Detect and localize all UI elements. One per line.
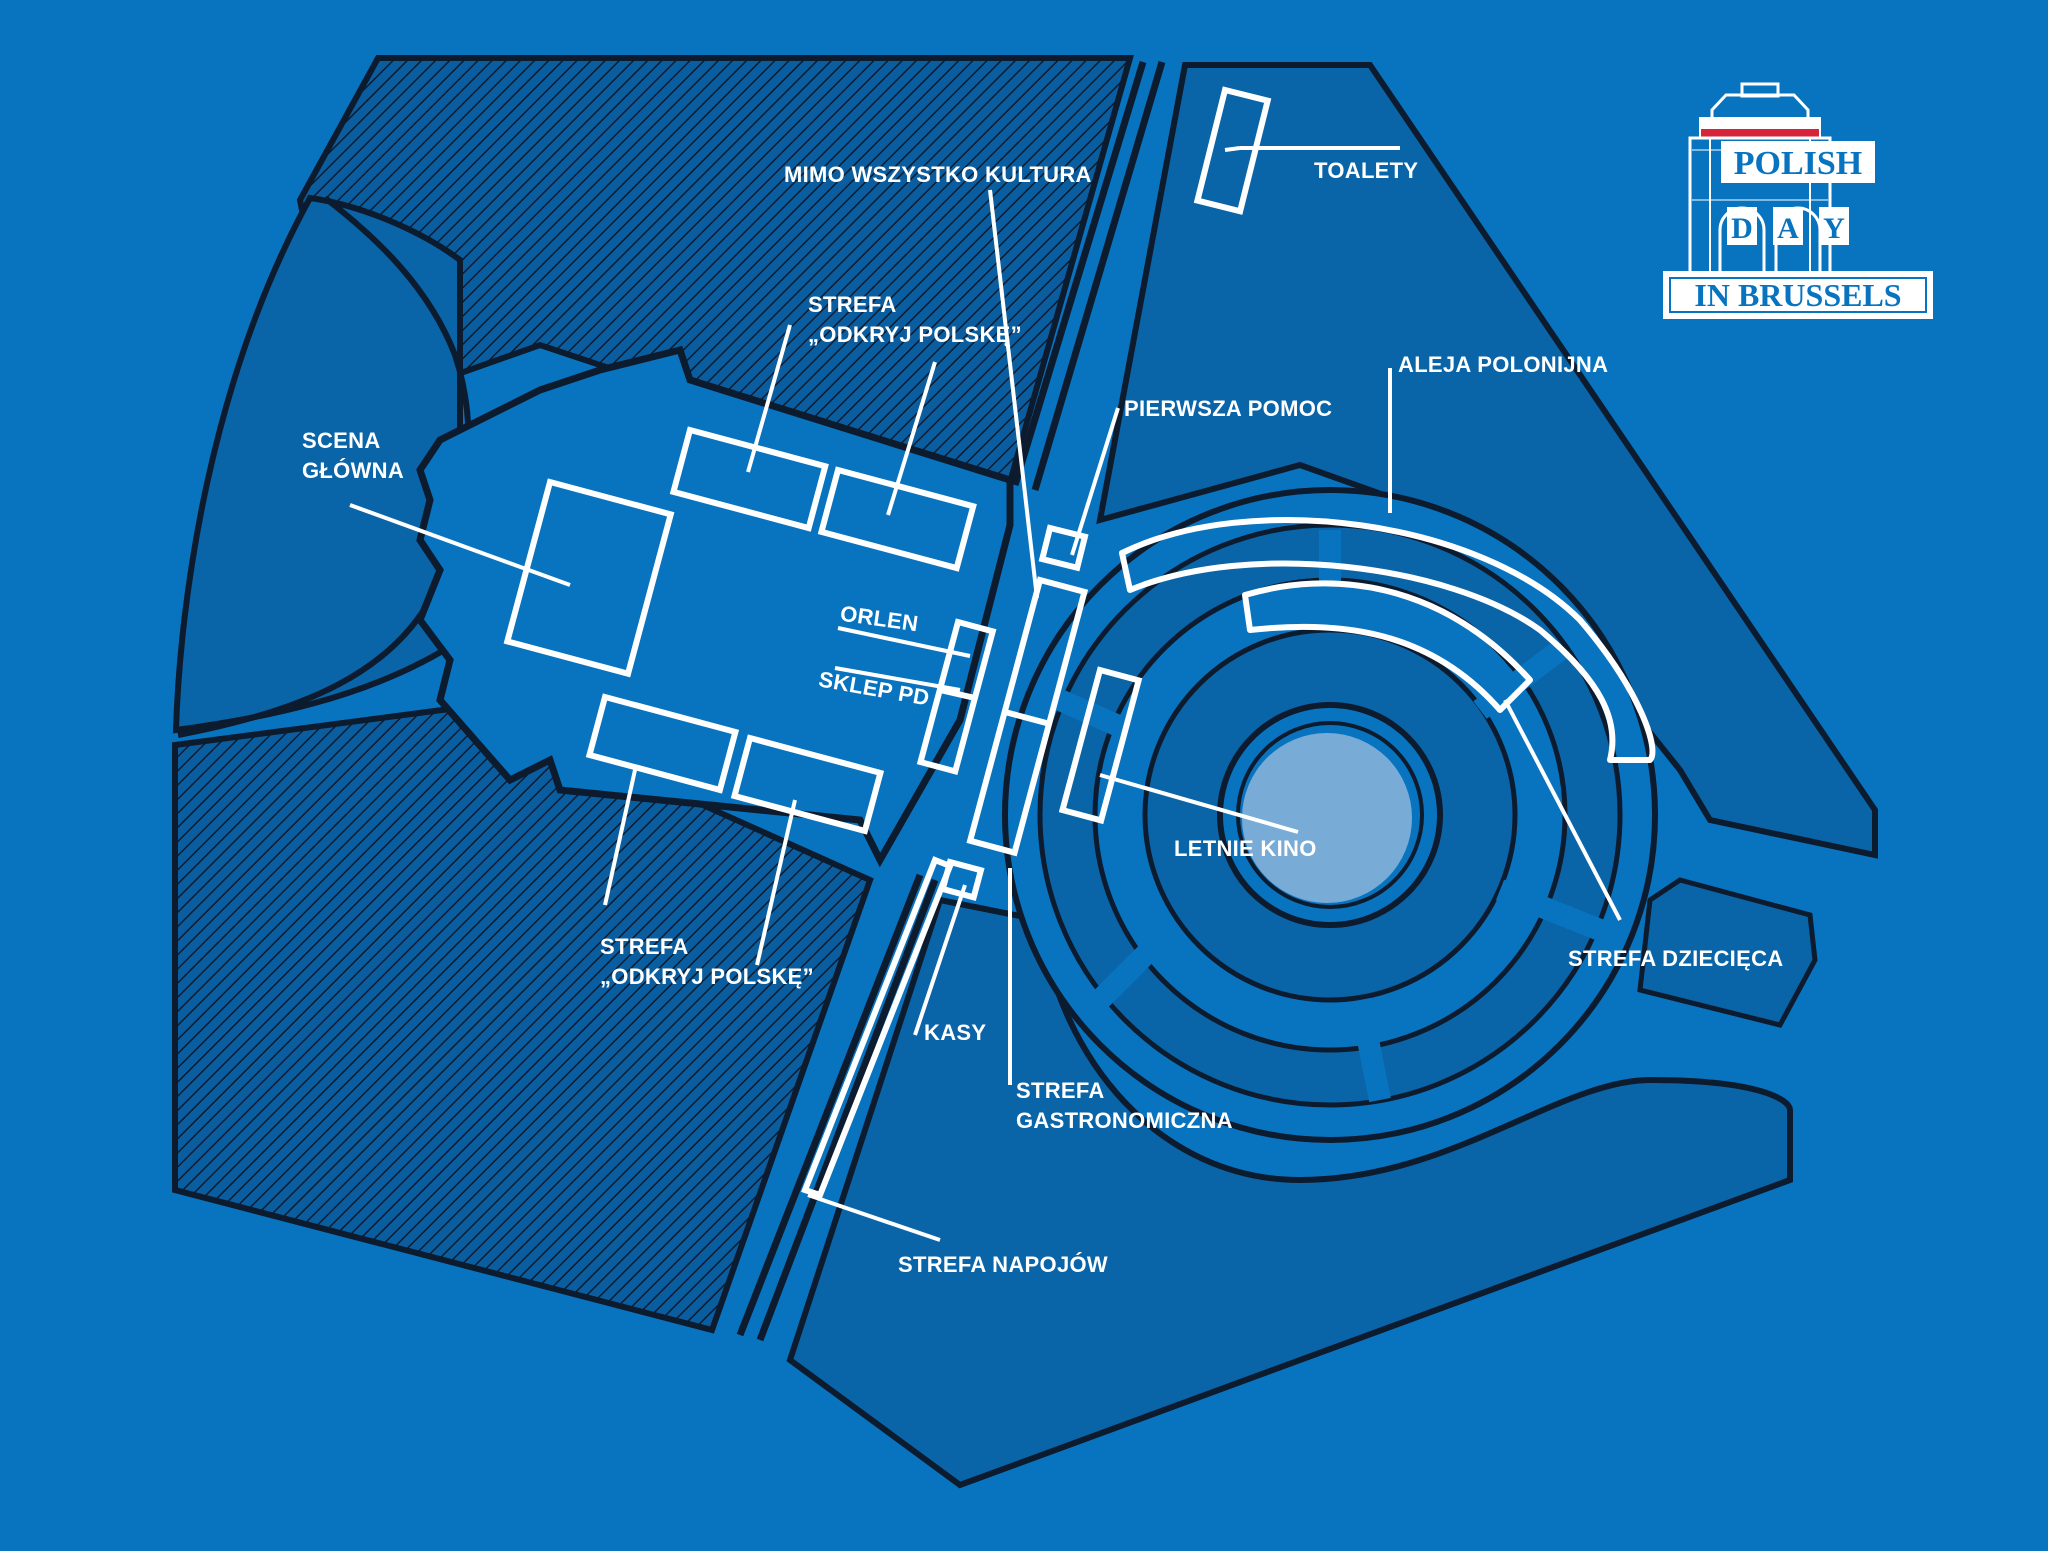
road-line [1031,61,1166,491]
marker-scena [503,478,675,678]
label-kasy: KASY [924,1020,987,1045]
label-strefa-odkryj-bottom: STREFA „ODKRYJ POLSKĘ” [600,934,814,989]
park-right-small [1637,877,1818,1028]
park-bottom-right [786,896,1793,1489]
marker-odkryj-top-1 [669,426,829,532]
marker-aleja-polonijna [1119,517,1656,763]
label-strefa-gastronomiczna: STREFA GASTRONOMICZNA [1016,1078,1233,1133]
road-line [736,873,924,1337]
label-scena-glowna: SCENA GŁÓWNA [302,428,405,483]
marker-odkryj-bottom-1 [585,693,740,794]
park-top-left-hatched [296,55,1134,504]
label-toalety: TOALETY [1314,158,1419,183]
road-line [1011,60,1147,487]
logo-day-y: Y [1823,212,1845,245]
zone-markers [503,86,1656,1199]
leader-lines [349,146,1622,1242]
label-letnie-kino: LETNIE KINO [1174,836,1317,861]
marker-orlen-sklep [916,618,997,776]
logo-day-d: D [1731,212,1753,245]
fountain [1242,733,1412,903]
marker-odkryj-bottom-2 [730,734,885,835]
marker-strefa-napojow [801,856,954,1199]
marker-toalety [1193,86,1272,215]
road-line [756,878,939,1342]
logo-day-a: A [1777,212,1799,245]
park-bottom-left-hatched [172,701,874,1334]
label-strefa-odkryj-top: STREFA „ODKRYJ POLSKĘ” [808,292,1022,347]
label-strefa-napojow: STREFA NAPOJÓW [898,1252,1108,1277]
marker-pierwsza-pomoc [1038,524,1089,572]
park-top-right [1096,62,1878,859]
label-pierwsza-pomoc: PIERWSZA POMOC [1124,396,1333,421]
logo-in-brussels: IN BRUSSELS [1694,277,1901,313]
marker-letnie-kino-stall [1058,666,1143,825]
label-aleja-polonijna: ALEJA POLONIJNA [1398,352,1609,377]
polish-day-logo [1663,82,1933,319]
label-mimo-wszystko-kultura: MIMO WSZYSTKO KULTURA [784,162,1092,187]
marker-odkryj-top-2 [817,466,977,572]
label-strefa-dziecieca: STREFA DZIECIĘCA [1568,946,1784,971]
marker-strefa-dziecieca [1242,580,1533,713]
logo-polish: POLISH [1734,145,1862,182]
